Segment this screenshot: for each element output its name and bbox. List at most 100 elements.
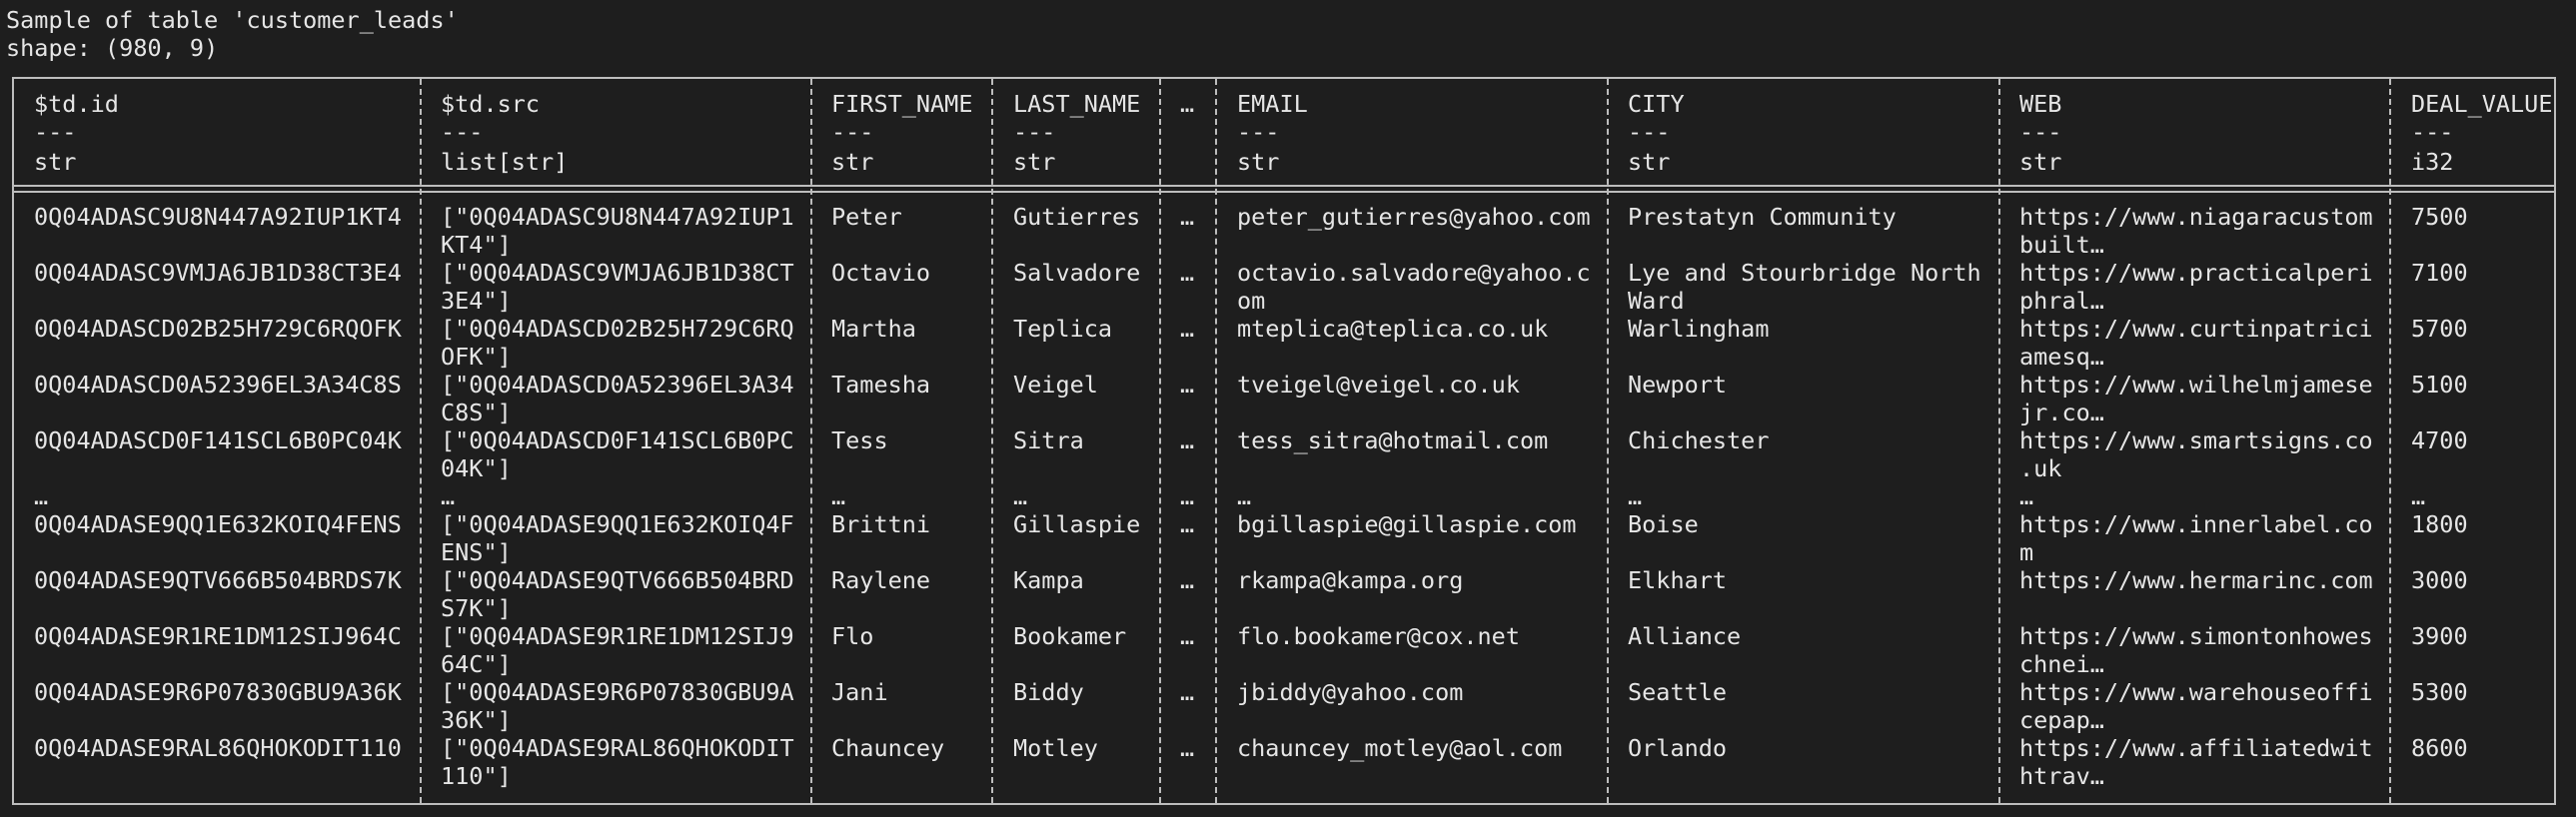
table-cell: ["0Q04ADASE9QTV666B504BRD S7K"] <box>441 566 794 622</box>
table-cell: … <box>1180 678 1195 706</box>
table-cell: https://www.wilhelmjamese jr.co… <box>2019 371 2373 426</box>
column-separator <box>420 79 422 803</box>
table-cell: 0Q04ADASE9QQ1E632KOIQ4FENS <box>34 510 402 538</box>
column-header-name: EMAIL <box>1237 90 1308 118</box>
table-cell: Kampa <box>1013 566 1084 594</box>
table-cell: … <box>1180 371 1195 399</box>
table-cell: Alliance <box>1628 622 1742 650</box>
table-cell: 7100 <box>2411 259 2468 287</box>
table-cell: Jani <box>831 678 888 706</box>
column-header-dtype: str <box>1013 148 1056 176</box>
table-cell: Salvadore <box>1013 259 1141 287</box>
table-cell: https://www.innerlabel.co m <box>2019 510 2373 566</box>
table-cell: Sitra <box>1013 426 1084 454</box>
table-cell: Warlingham <box>1628 315 1770 343</box>
column-header-dashes: --- <box>34 118 77 146</box>
header-separator-top <box>12 185 2556 187</box>
column-header-dashes: --- <box>441 118 484 146</box>
table-cell: Boise <box>1628 510 1699 538</box>
table-cell: jbiddy@yahoo.com <box>1237 678 1464 706</box>
table-cell: 3000 <box>2411 566 2468 594</box>
table-cell: octavio.salvadore@yahoo.c om <box>1237 259 1591 315</box>
column-header-dtype: str <box>1628 148 1671 176</box>
table-cell: ["0Q04ADASE9R1RE1DM12SIJ9 64C"] <box>441 622 794 678</box>
column-header-dtype: i32 <box>2411 148 2454 176</box>
table-cell: ["0Q04ADASC9U8N447A92IUP1 KT4"] <box>441 203 794 259</box>
table-cell: ["0Q04ADASE9R6P07830GBU9A 36K"] <box>441 678 794 734</box>
table-cell: https://www.simontonhowes chnei… <box>2019 622 2373 678</box>
table-title: Sample of table 'customer_leads' <box>6 6 459 34</box>
table-cell: … <box>2411 482 2426 510</box>
column-separator <box>810 79 812 803</box>
table-cell: Chauncey <box>831 734 945 762</box>
column-separator <box>2389 79 2391 803</box>
table-cell: ["0Q04ADASE9RAL86QHOKODIT 110"] <box>441 734 794 790</box>
table-cell: ["0Q04ADASCD0F141SCL6B0PC 04K"] <box>441 426 794 482</box>
table-cell: 5100 <box>2411 371 2468 399</box>
table-cell: … <box>1628 482 1643 510</box>
table-cell: Gillaspie <box>1013 510 1141 538</box>
table-cell: rkampa@kampa.org <box>1237 566 1464 594</box>
table-cell: … <box>1180 259 1195 287</box>
table-cell: Teplica <box>1013 315 1113 343</box>
column-header-name: FIRST_NAME <box>831 90 973 118</box>
table-cell: https://www.curtinpatrici amesq… <box>2019 315 2373 371</box>
table-cell: bgillaspie@gillaspie.com <box>1237 510 1577 538</box>
column-header-name: $td.src <box>441 90 541 118</box>
column-header-dashes: --- <box>2411 118 2454 146</box>
column-header-dtype: str <box>1237 148 1280 176</box>
table-cell: 0Q04ADASE9R6P07830GBU9A36K <box>34 678 402 706</box>
table-cell: … <box>831 482 846 510</box>
table-cell: … <box>1180 566 1195 594</box>
table-cell: Tamesha <box>831 371 931 399</box>
table-cell: https://www.smartsigns.co .uk <box>2019 426 2373 482</box>
column-separator <box>1159 79 1161 803</box>
column-separator <box>991 79 993 803</box>
column-separator <box>1998 79 2000 803</box>
table-cell: Prestatyn Community <box>1628 203 1897 231</box>
table-cell: … <box>1180 734 1195 762</box>
table-cell: Chichester <box>1628 426 1770 454</box>
table-cell: … <box>1237 482 1252 510</box>
table-cell: tess_sitra@hotmail.com <box>1237 426 1549 454</box>
table-cell: 7500 <box>2411 203 2468 231</box>
table-cell: 4700 <box>2411 426 2468 454</box>
table-cell: 3900 <box>2411 622 2468 650</box>
column-header-dtype: list[str] <box>441 148 569 176</box>
column-header-dtype: str <box>2019 148 2062 176</box>
table-cell: Flo <box>831 622 874 650</box>
table-cell: ["0Q04ADASC9VMJA6JB1D38CT 3E4"] <box>441 259 794 315</box>
table-cell: 1800 <box>2411 510 2468 538</box>
header-separator-bottom <box>12 191 2556 193</box>
table-cell: https://www.warehouseoffi cepap… <box>2019 678 2373 734</box>
table-cell: 0Q04ADASE9RAL86QHOKODIT110 <box>34 734 402 762</box>
table-cell: Newport <box>1628 371 1728 399</box>
table-cell: … <box>1180 510 1195 538</box>
column-header-dtype: str <box>34 148 77 176</box>
table-cell: https://www.hermarinc.com <box>2019 566 2373 594</box>
table-cell: Biddy <box>1013 678 1084 706</box>
table-cell: … <box>1180 203 1195 231</box>
table-cell: … <box>1013 482 1028 510</box>
table-cell: 0Q04ADASCD0A52396EL3A34C8S <box>34 371 402 399</box>
column-header-name: DEAL_VALUE <box>2411 90 2553 118</box>
table-cell: Elkhart <box>1628 566 1728 594</box>
column-header-name: $td.id <box>34 90 119 118</box>
table-cell: Martha <box>831 315 916 343</box>
table-cell: 0Q04ADASC9U8N447A92IUP1KT4 <box>34 203 402 231</box>
column-header-name: LAST_NAME <box>1013 90 1141 118</box>
column-header-name: CITY <box>1628 90 1685 118</box>
table-cell: mteplica@teplica.co.uk <box>1237 315 1549 343</box>
table-cell: Lye and Stourbridge North Ward <box>1628 259 1981 315</box>
table-cell: https://www.niagaracustom built… <box>2019 203 2373 259</box>
table-cell: Orlando <box>1628 734 1728 762</box>
column-header-dashes: --- <box>2019 118 2062 146</box>
table-cell: Motley <box>1013 734 1098 762</box>
table-cell: https://www.practicalperi phral… <box>2019 259 2373 315</box>
table-cell: 0Q04ADASCD02B25H729C6RQOFK <box>34 315 402 343</box>
table-cell: Raylene <box>831 566 931 594</box>
column-header-dashes: --- <box>1237 118 1280 146</box>
table-cell: Seattle <box>1628 678 1728 706</box>
table-cell: … <box>1180 426 1195 454</box>
table-cell: … <box>34 482 49 510</box>
